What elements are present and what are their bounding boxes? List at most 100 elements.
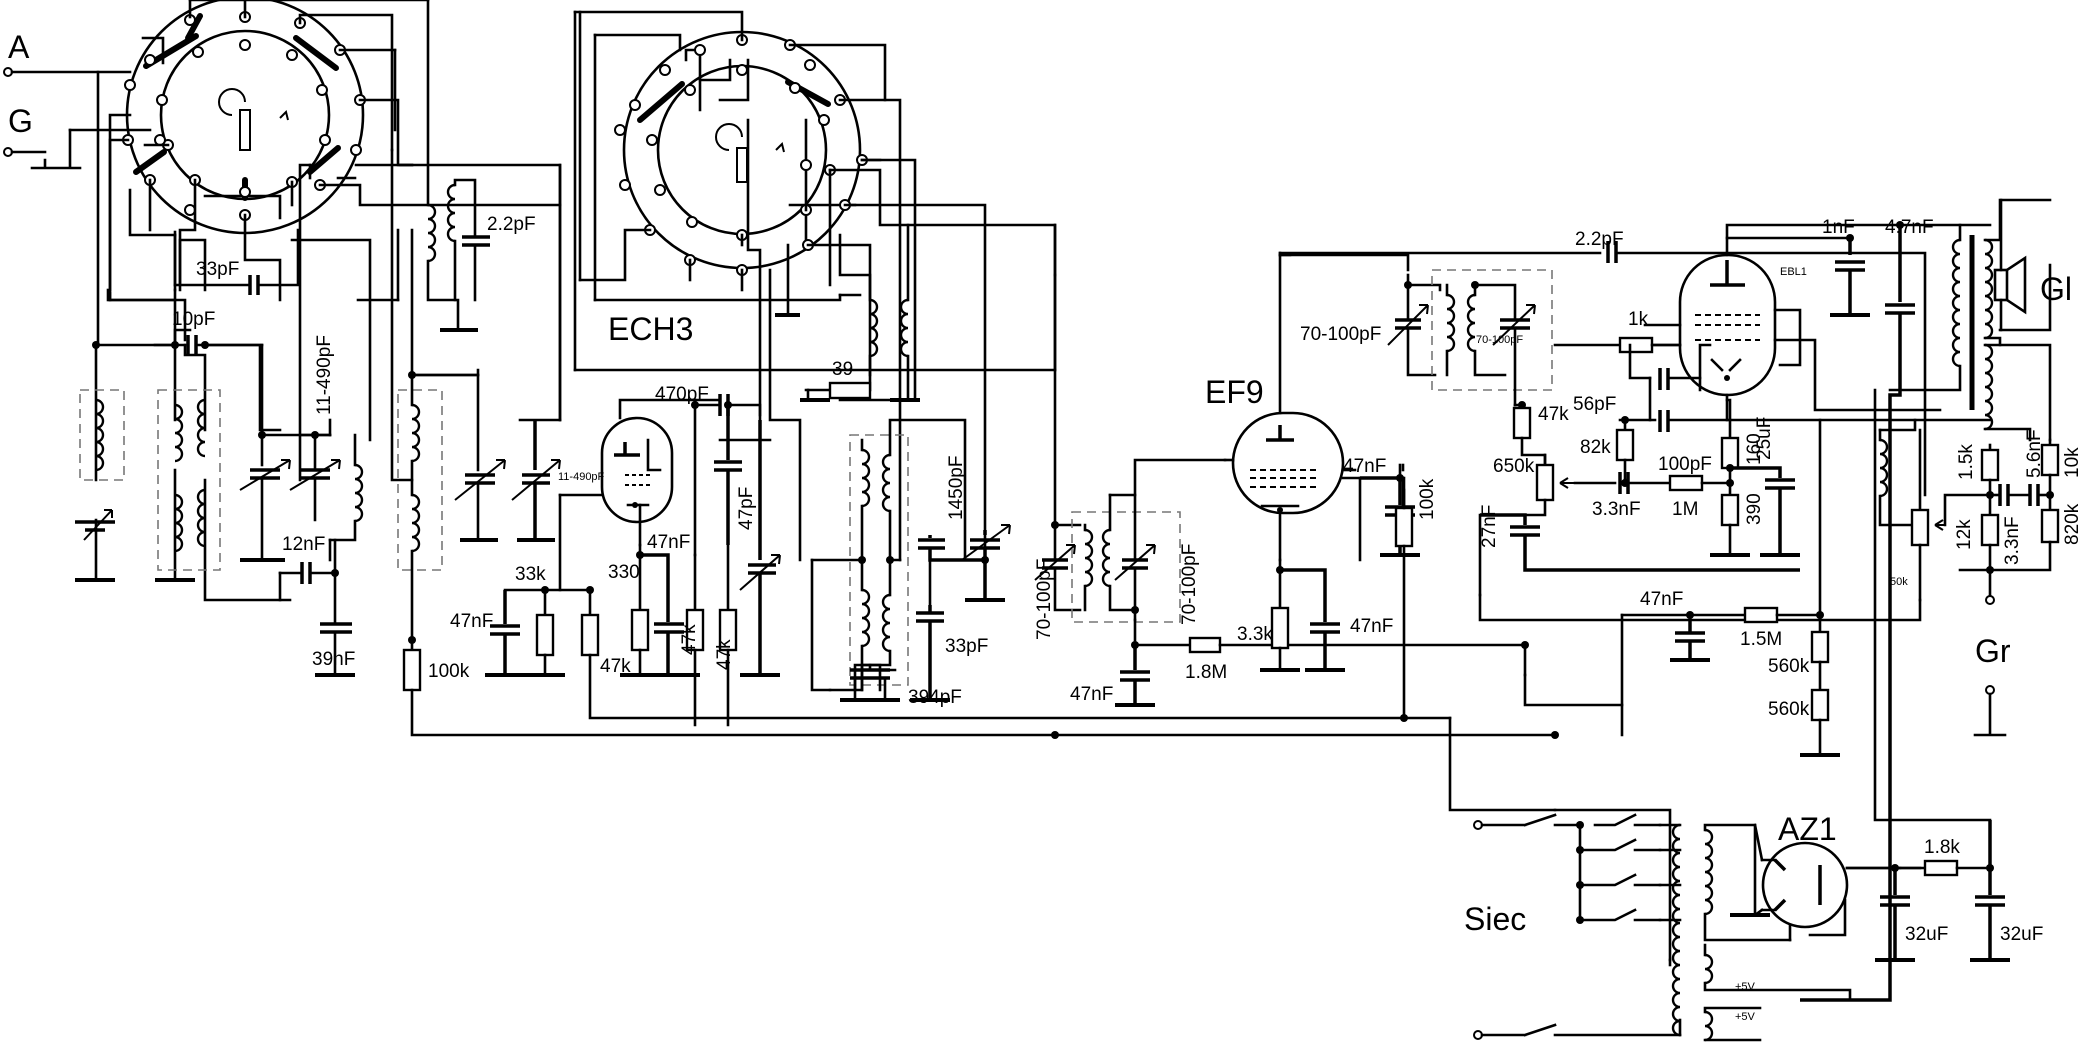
cap-70-100pf-c-label: 70-100pF: [1300, 324, 1381, 345]
cap-27nf: 27nF: [1478, 505, 1922, 622]
resistor-47k-a-label: 47k: [600, 656, 631, 677]
speaker-label: Gl: [2040, 271, 2072, 307]
rf-coil-4: [397, 228, 480, 652]
cap-2p2-top-label: 2.2pF: [1575, 229, 1624, 250]
rf-coil-1: [79, 389, 125, 481]
ech3-grid-network: 47nF 33k 47k: [450, 163, 1452, 720]
resistor-1k5-label: 1.5k: [1956, 444, 1977, 480]
ground-terminal: G: [3, 103, 152, 170]
resistor-390-label: 390: [1744, 493, 1765, 525]
ground-label: G: [8, 103, 33, 139]
audio-coupling: 3.3nF 1M 100pF: [1573, 454, 1732, 520]
ech3-osc-coil: 39: [800, 223, 920, 402]
mains-label: Siec: [1464, 901, 1526, 937]
cap-47nf-a-label: 47nF: [450, 611, 493, 632]
pot-12k-label: 12k: [1954, 519, 1975, 550]
resistor-3k3-label: 3.3k: [1237, 624, 1273, 645]
heater-5v-b-label: +5V: [1735, 1011, 1756, 1023]
cap-47nf-f-label: 47nF: [1640, 589, 1683, 610]
cap-12nf: 12nF: [278, 534, 337, 602]
cap-70-100pf-small-label: 70-100pF: [1476, 334, 1523, 346]
cap-11-490pf-small-label: 11-490pF: [558, 471, 605, 483]
cap-47nf-d-label: 47nF: [1350, 616, 1393, 637]
tube-az1-label: AZ1: [1778, 811, 1837, 847]
rf-input-wiring: [75, 70, 332, 602]
cap-39nf-label: 39nF: [312, 649, 355, 670]
cap-2p2-top: 2.2pF: [1278, 229, 1927, 497]
band-switch-2: [614, 30, 868, 276]
resistor-1m8-label: 1.8M: [1185, 662, 1227, 683]
pot-50k-label: 50k: [1890, 576, 1908, 588]
pickup-terminal: Gr: [1973, 633, 2011, 737]
resistor-100k-left: 100k: [402, 648, 1557, 737]
tube-ef9-label: EF9: [1205, 374, 1264, 410]
tube-ech3: ECH3 11-490pF: [558, 311, 722, 547]
speaker: Gl: [1993, 198, 2072, 332]
volume-pot-650k: 650k: [1478, 453, 1575, 597]
tube-ef9: EF9: [1205, 251, 1362, 562]
cap-27nf-label: 27nF: [1479, 505, 1500, 548]
cap-5n6-label: 5.6nF: [2024, 429, 2045, 478]
cap-25uf-label: 25uF: [1754, 417, 1775, 460]
cap-1nf-label: 1nF: [1822, 217, 1855, 238]
cap-3n3-a-label: 3.3nF: [1592, 499, 1641, 520]
coupling-coil-2p2: 2.2pF: [188, 0, 536, 332]
band-switch-1: [122, 0, 366, 235]
power-transformer-secondary: +5V +5V: [1703, 823, 1852, 1042]
resistor-82k: 82k: [1580, 418, 1635, 482]
cap-47nf-e-label: 47nF: [1343, 456, 1386, 477]
resistor-100k-left-label: 100k: [428, 661, 470, 682]
cap-11-490pf-label: 11-490pF: [314, 335, 335, 415]
cap-47pf-label: 47pF: [736, 487, 757, 530]
resistor-47k-d: 47k: [1512, 403, 1569, 482]
ebl1-plate-caps: 1nF 4.7nF: [1800, 217, 1934, 1002]
filter-network: 1.8k 32uF 32uF: [1845, 388, 2043, 962]
resistor-160-label: 160: [1744, 433, 1765, 465]
cap-70-100pf-a-label: 70-100pF: [1034, 559, 1055, 640]
resistor-650k-label: 650k: [1493, 456, 1535, 477]
resistor-560k-a-label: 560k: [1768, 656, 1810, 677]
cap-33pf-label: 33pF: [196, 259, 239, 280]
antenna-terminal: A: [3, 29, 132, 77]
resistor-1k8-label: 1.8k: [1924, 837, 1960, 858]
cap-12nf-label: 12nF: [282, 534, 325, 555]
cap-33pf-b-label: 33pF: [945, 636, 988, 657]
resistor-560k-b-label: 560k: [1768, 699, 1810, 720]
resistor-82k-label: 82k: [1580, 437, 1611, 458]
resistor-820k-label: 820k: [2062, 503, 2083, 545]
pickup-label: Gr: [1975, 633, 2011, 669]
cap-1450pf-label: 1450pF: [946, 456, 967, 520]
resistor-33k-label: 33k: [515, 564, 546, 585]
cap-70-100pf-b-label: 70-100pF: [1179, 544, 1200, 625]
cap-3n3-b-label: 3.3nF: [2002, 516, 2023, 565]
heater-5v-a-label: +5V: [1735, 981, 1756, 993]
tuning-cap-2: [410, 373, 562, 542]
antenna-label: A: [8, 29, 30, 65]
ef9-screen-network: 47nF 100k: [1343, 456, 1438, 720]
tube-az1: AZ1: [1753, 811, 1902, 942]
resistor-1k-label: 1k: [1628, 309, 1649, 330]
resistor-47k-d-label: 47k: [1538, 404, 1569, 425]
resistor-10k-label: 10k: [2062, 447, 2083, 478]
tuning-cap-1: 11-490pF: [239, 335, 341, 562]
cap-470pf-label: 470pF: [655, 384, 709, 405]
switch1-wiring: [108, 0, 562, 482]
power-bus: [1448, 716, 1672, 967]
if-transformer-2: 70-100pF 70-100pF 47nF 1.8M: [1034, 223, 1527, 707]
tube-ech3-label: ECH3: [608, 311, 693, 347]
resistor-330-label: 330: [608, 562, 640, 583]
cap-4n7-label: 4.7nF: [1885, 217, 1934, 238]
cap-2p2-rf-label: 2.2pF: [487, 214, 536, 235]
cap-100pf-label: 100pF: [1658, 454, 1712, 475]
resistor-1m-label: 1M: [1672, 499, 1698, 520]
tube-ebl1-label: EBL1: [1780, 266, 1807, 278]
output-transformer: [1888, 198, 2052, 442]
cap-56pf-label: 56pF: [1573, 394, 1616, 415]
ef9-cathode-network: 3.3k 47nF: [1237, 558, 1393, 672]
resistor-1m5-label: 1.5M: [1740, 629, 1782, 650]
ebl1-cathode-network: 160 390 25uF: [1710, 398, 1800, 557]
if1-caps: 1450pF 33pF 394pF: [840, 456, 1011, 708]
resistor-1k: 1k: [1553, 309, 1682, 354]
cap-39nf: 39nF: [312, 571, 355, 677]
